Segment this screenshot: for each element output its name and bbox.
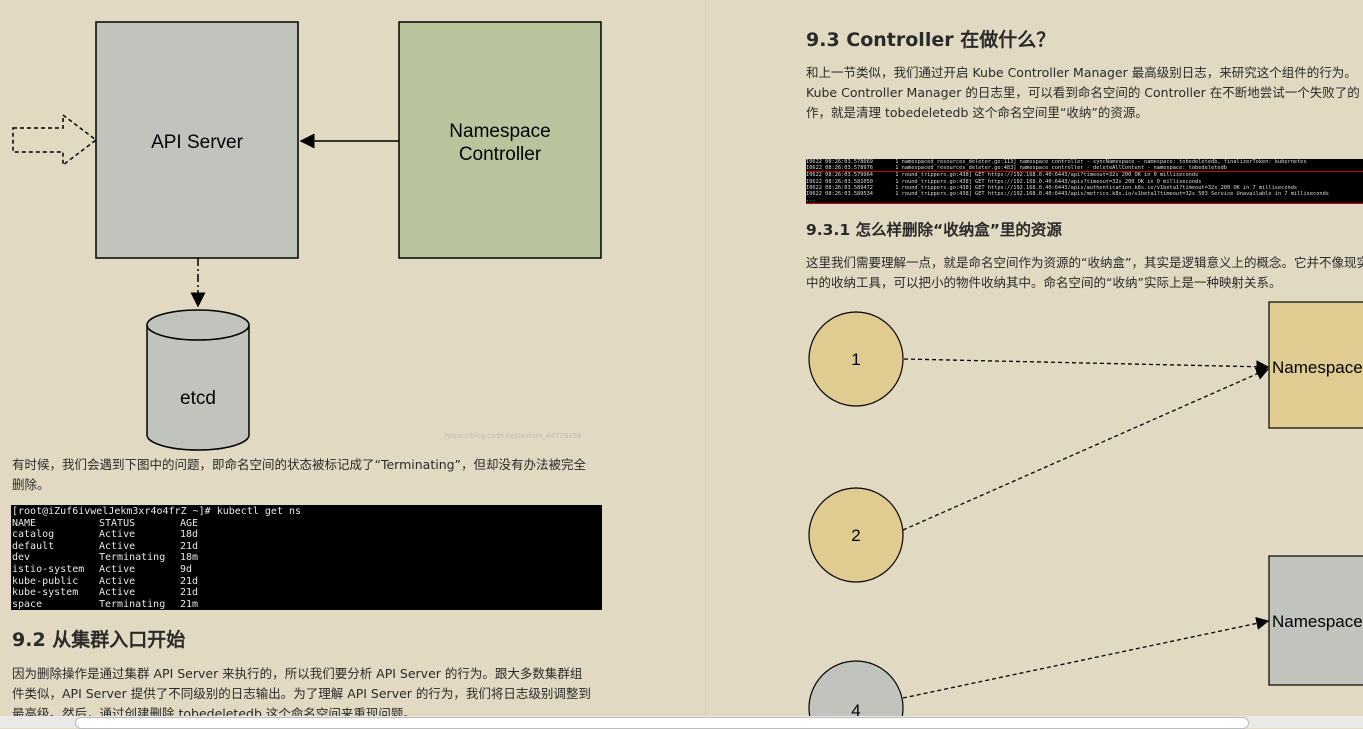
terminal-cell: 18d [180, 529, 199, 541]
terminal-prompt: [root@iZuf6ivwelJekm3xr4o4frZ ~]# kubect… [12, 506, 301, 517]
text-line: 中的收纳工具，可以把小的物件收纳其中。命名空间的“收纳”实际上是一种映射关系。 [806, 275, 1282, 290]
col-age: AGE [180, 517, 199, 529]
terminal-screenshot: [root@iZuf6ivwelJekm3xr4o4frZ ~]# kubect… [11, 505, 602, 610]
scrollbar-thumb[interactable] [75, 717, 1249, 729]
text-line: 这里我们需要理解一点，就是命名空间作为资源的“收纳盒”，其实是逻辑意义上的概念。… [806, 255, 1363, 270]
subsection-heading: 9.3.1 怎么样删除“收纳盒”里的资源 [806, 221, 1062, 239]
namespace-box-2-label: Namespace [1272, 612, 1363, 631]
log-line: I0622 08:26:03.579964 1 round_trippers.g… [806, 171, 1363, 178]
etcd-cylinder [146, 309, 250, 451]
terminal-cell: catalog [12, 529, 55, 541]
terminal-cell: Active [99, 563, 136, 575]
terminal-cell: 18m [180, 552, 199, 564]
terminal-header: NAME STATUS AGE [12, 518, 601, 530]
mapping-arrow-1 [903, 358, 1270, 374]
terminal-row: default Active 21d [12, 541, 601, 553]
node-1 [808, 311, 904, 407]
terminal-cell: kube-public [12, 575, 79, 587]
namespace-controller-label-2: Controller [459, 144, 542, 165]
api-server-box [95, 21, 299, 259]
log-line: I0622 08:26:03.602260 1 namespace_contro… [806, 203, 1363, 204]
terminal-cell: 21d [180, 587, 199, 599]
terminal-cell: dev [12, 552, 31, 564]
paragraph: 有时候，我们会遇到下图中的问题，即命名空间的状态被标记成了“Terminatin… [12, 455, 586, 495]
api-server-diagram: API Server Namespace Controller etcd htt… [12, 21, 602, 451]
namespace-mapping-diagram: 1 2 4 Namespace Namespace [808, 301, 1363, 716]
text-line: 有时候，我们会遇到下图中的问题，即命名空间的状态被标记成了“Terminatin… [12, 457, 587, 472]
terminal-cell: Active [99, 575, 136, 587]
terminal-cell: 21d [180, 575, 199, 587]
mapping-arrow-4 [902, 617, 1270, 699]
terminal-cell: Active [99, 587, 136, 599]
terminal-cell: istio-system [12, 563, 85, 575]
namespace-box-1 [1268, 301, 1363, 429]
namespace-controller-box [398, 21, 602, 259]
node-1-label: 1 [851, 350, 860, 369]
log-line: I0622 08:26:03.581050 1 round_trippers.g… [806, 178, 1202, 185]
terminal-row: space Terminating 21m [12, 599, 601, 611]
terminal-row: dev Terminating 18m [12, 552, 601, 564]
node-2 [808, 487, 904, 583]
paragraph: 这里我们需要理解一点，就是命名空间作为资源的“收纳盒”，其实是逻辑意义上的概念。… [806, 253, 1363, 293]
watermark: https://blog.csdn.net/weixin_44779358 [445, 432, 582, 440]
terminal-cell: kube-system [12, 587, 79, 599]
terminal-cell: 9d [180, 563, 193, 575]
node-2-label: 2 [851, 526, 860, 545]
log-line: I0622 08:26:03.578976 1 namespaced_resou… [806, 165, 1227, 172]
incoming-request-arrow [12, 113, 98, 167]
log-line: I0622 08:26:03.589534 1 round_trippers.g… [806, 190, 1329, 197]
log-line: I0622 08:26:03.589472 1 round_trippers.g… [806, 184, 1298, 191]
section-heading: 9.2 从集群入口开始 [12, 629, 186, 651]
terminal-row: catalog Active 18d [12, 529, 601, 541]
terminal-cell: default [12, 540, 55, 552]
terminal-cell: Active [99, 529, 136, 541]
log-line: ... [806, 197, 816, 204]
text-line: 件类似，API Server 提供了不同级别的日志输出。为了理解 API Ser… [12, 686, 591, 701]
text-line: 删除。 [12, 477, 50, 492]
terminal-row: kube-system Active 21d [12, 587, 601, 599]
terminal-cell: 21m [180, 598, 199, 610]
etcd-label: etcd [180, 388, 216, 409]
paragraph: 因为删除操作是通过集群 API Server 来执行的，所以我们要分析 API … [12, 664, 591, 716]
namespace-controller-label: Namespace [449, 121, 550, 142]
left-page: API Server Namespace Controller etcd htt… [11, 21, 602, 716]
namespace-box-2 [1268, 555, 1363, 686]
api-server-label: API Server [151, 132, 244, 153]
text-line: Kube Controller Manager 的日志里，可以看到命名空间的 C… [806, 85, 1360, 100]
terminal-row: istio-system Active 9d [12, 564, 601, 576]
node-4 [808, 660, 904, 716]
col-name: NAME [12, 517, 37, 529]
text-line: 因为删除操作是通过集群 API Server 来执行的，所以我们要分析 API … [12, 666, 583, 681]
terminal-cell: Terminating [99, 598, 166, 610]
right-page: 9.3 Controller 在做什么？ 和上一节类似，我们通过开启 Kube … [705, 0, 1363, 716]
section-heading: 9.3 Controller 在做什么？ [806, 29, 1056, 51]
text-line: 最高级。然后，通过创建删除 tobedeletedb 这个命名空间来重现问题。 [12, 706, 416, 716]
controller-log-screenshot: I0622 08:26:03.578069 1 namespaced_resou… [806, 159, 1363, 204]
node-4-label: 4 [851, 701, 860, 716]
terminal-cell: Terminating [99, 552, 166, 564]
terminal-cell: 21d [180, 540, 199, 552]
text-line: 作，就是清理 tobedeletedb 这个命名空间里“收纳”的资源。 [806, 105, 1148, 120]
mapping-arrow-2 [902, 367, 1270, 531]
namespace-box-1-label: Namespace [1272, 358, 1363, 377]
log-line: I0622 08:26:03.578069 1 namespaced_resou… [806, 159, 1307, 165]
text-line: 和上一节类似，我们通过开启 Kube Controller Manager 最高… [806, 65, 1357, 80]
paragraph: 和上一节类似，我们通过开启 Kube Controller Manager 最高… [806, 63, 1360, 123]
terminal-cell: Active [99, 540, 136, 552]
terminal-row: kube-public Active 21d [12, 576, 601, 588]
terminal-cell: space [12, 598, 43, 610]
col-status: STATUS [99, 517, 136, 529]
